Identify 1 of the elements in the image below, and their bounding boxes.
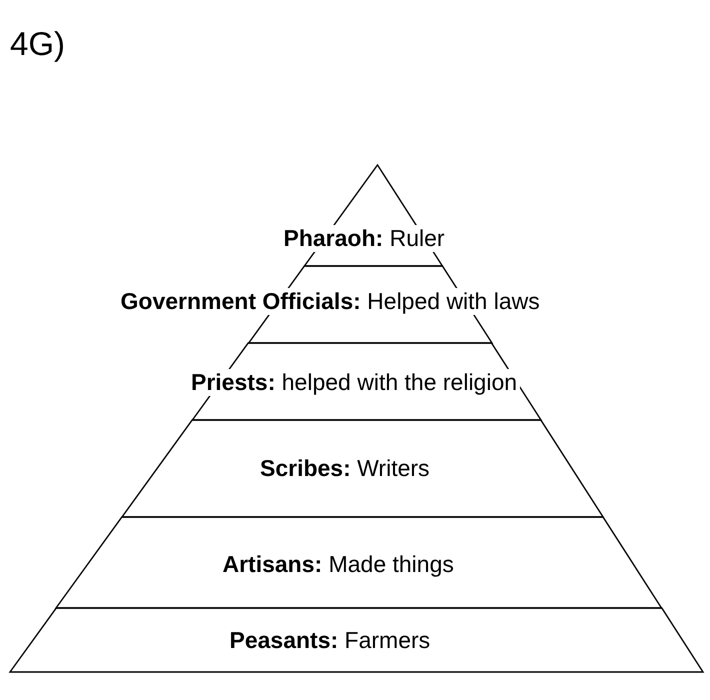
heading: 4G) bbox=[10, 24, 66, 64]
